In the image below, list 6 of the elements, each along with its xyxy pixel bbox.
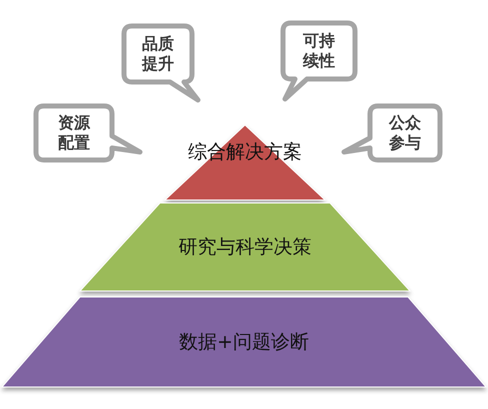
bubble-text: 资源配置 xyxy=(57,113,91,153)
bubble-text: 公众参与 xyxy=(388,113,422,153)
bubble-text: 品质提升 xyxy=(141,34,175,74)
tier-label: 研究与科学决策 xyxy=(178,235,312,260)
bubble-text: 可持续性 xyxy=(302,31,336,71)
tier-label: 数据+问题诊断 xyxy=(179,330,309,355)
